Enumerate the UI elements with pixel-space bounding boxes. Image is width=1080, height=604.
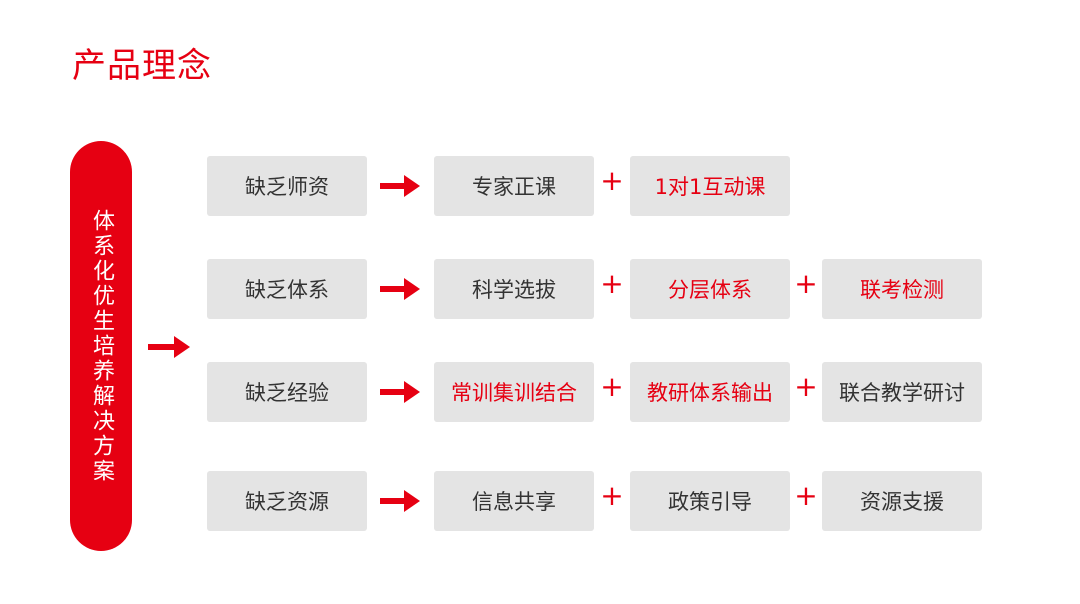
plus-icon: + bbox=[600, 164, 624, 197]
plus-icon: + bbox=[600, 370, 624, 403]
plus-icon: + bbox=[600, 479, 624, 512]
plus-icon: + bbox=[794, 479, 818, 512]
plus-icon: + bbox=[794, 370, 818, 403]
solution-box: 分层体系 bbox=[630, 259, 790, 319]
solution-box: 联合教学研讨 bbox=[822, 362, 982, 422]
solution-box: 信息共享 bbox=[434, 471, 594, 531]
solution-box: 常训集训结合 bbox=[434, 362, 594, 422]
arrow-right-icon bbox=[380, 175, 420, 197]
row-experience: 缺乏经验 常训集训结合 + 教研体系输出 + 联合教学研讨 bbox=[0, 362, 1080, 422]
row-system: 缺乏体系 科学选拔 + 分层体系 + 联考检测 bbox=[0, 259, 1080, 319]
row-resources: 缺乏资源 信息共享 + 政策引导 + 资源支援 bbox=[0, 471, 1080, 531]
row-teachers: 缺乏师资 专家正课 + 1对1互动课 bbox=[0, 156, 1080, 216]
arrow-right-icon bbox=[380, 490, 420, 512]
solution-pill-label: 体系化优生培养解决方案 bbox=[89, 208, 114, 484]
solution-box: 教研体系输出 bbox=[630, 362, 790, 422]
page-title: 产品理念 bbox=[72, 46, 212, 86]
plus-icon: + bbox=[794, 267, 818, 300]
arrow-right-icon bbox=[380, 381, 420, 403]
solution-box: 科学选拔 bbox=[434, 259, 594, 319]
solution-box: 资源支援 bbox=[822, 471, 982, 531]
problem-box: 缺乏师资 bbox=[207, 156, 367, 216]
solution-box: 专家正课 bbox=[434, 156, 594, 216]
problem-box: 缺乏经验 bbox=[207, 362, 367, 422]
plus-icon: + bbox=[600, 267, 624, 300]
solution-box: 1对1互动课 bbox=[630, 156, 790, 216]
solution-box: 政策引导 bbox=[630, 471, 790, 531]
arrow-right-icon bbox=[380, 278, 420, 300]
problem-box: 缺乏体系 bbox=[207, 259, 367, 319]
solution-box: 联考检测 bbox=[822, 259, 982, 319]
solution-pill: 体系化优生培养解决方案 bbox=[70, 141, 132, 551]
problem-box: 缺乏资源 bbox=[207, 471, 367, 531]
main-arrow-icon bbox=[148, 336, 190, 358]
